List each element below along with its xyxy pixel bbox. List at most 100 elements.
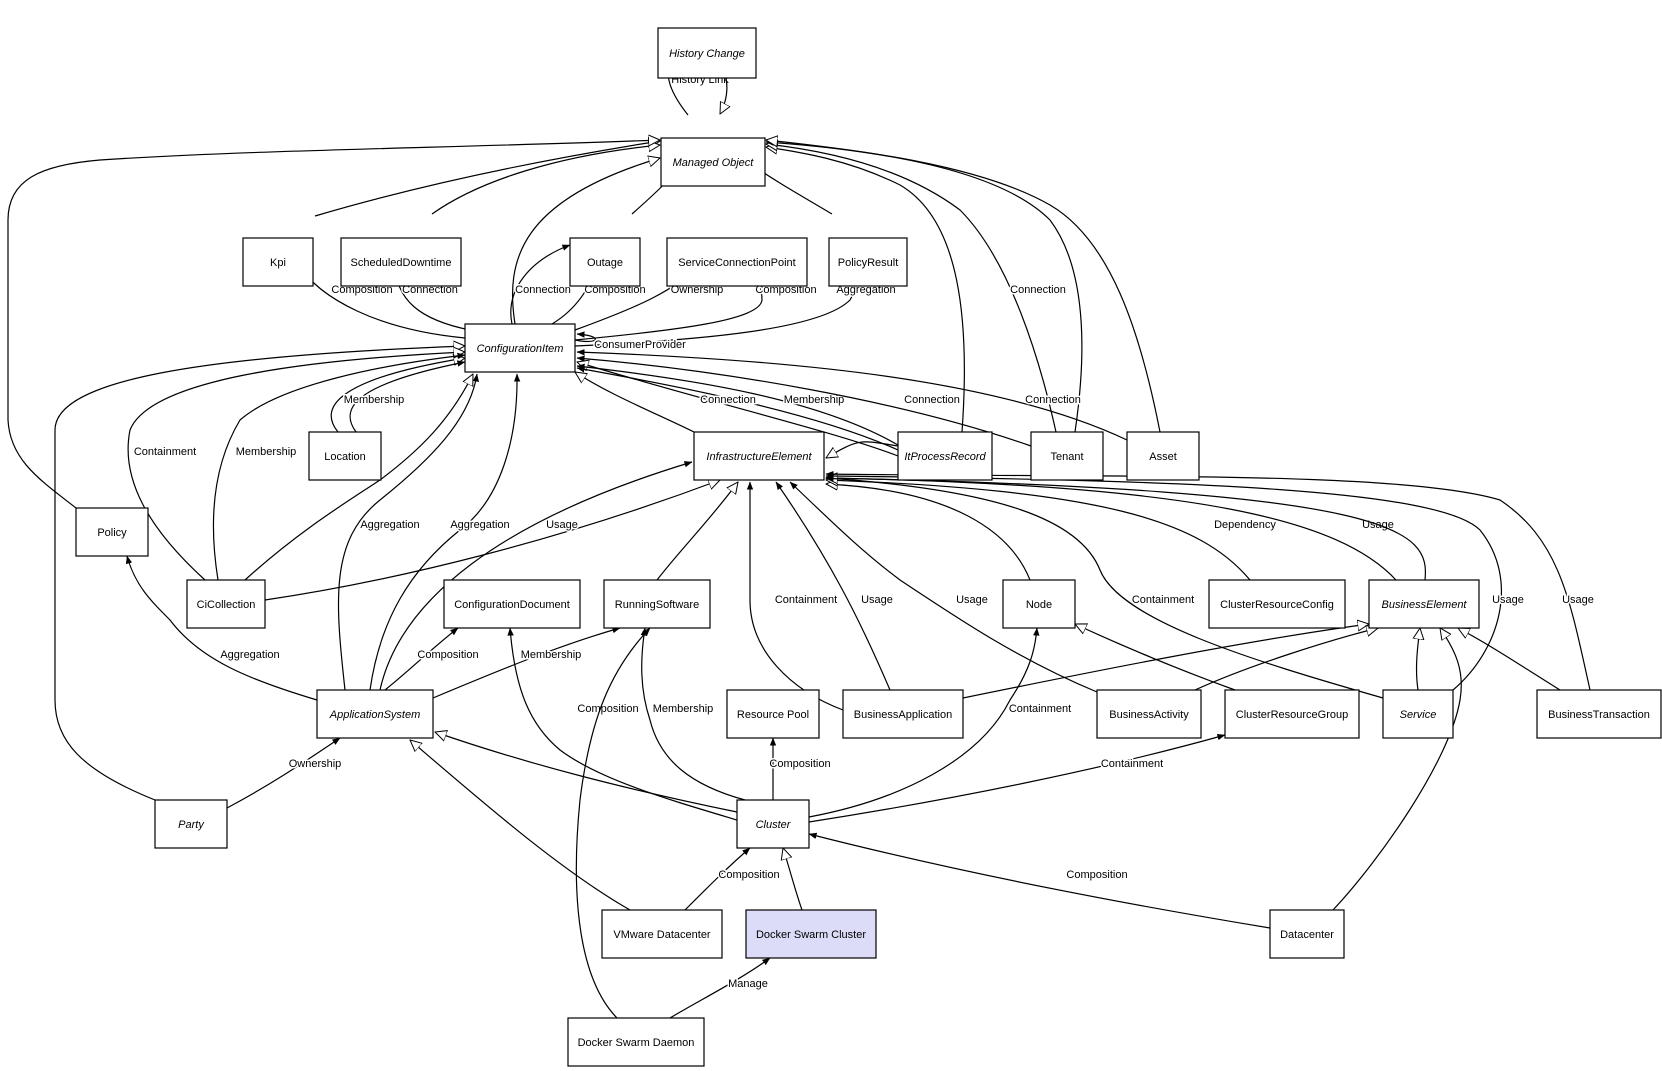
asset-managed-object-edge [766,140,1161,433]
it-process-ci-connection-edge-label: Connection [700,394,756,406]
node-managed-object-label: Managed Object [673,157,755,169]
business-app-infra-usage-edge-label: Usage [861,594,893,606]
cluster-appsys-edge [435,732,738,813]
node-cluster-resource-group-box [1224,689,1360,739]
daemon-docker-swarm-cluster-manage-edge-label: Manage [728,978,768,990]
node-docker-swarm-daemon-box [567,1017,705,1067]
node-application-system-box [316,689,434,739]
business-application-be-edge-line [962,624,1369,699]
node-infrastructure-element-label: InfrastructureElement [706,451,812,463]
kpi-managed-object-edge [314,141,660,217]
datacenter-cluster-composition-edge-label: Composition [1066,869,1127,881]
node-ci-collection-box [186,579,266,629]
node-ci-collection: CiCollection [186,579,266,629]
node-business-application-box [842,689,964,739]
running-software-infra-edge-line [656,482,738,581]
node-cluster-resource-config-box [1208,579,1346,629]
appsys-ci-aggregation-b-edge-label: Aggregation [450,519,509,531]
appsys-config-doc-composition-edge-line [384,627,459,691]
appsys-running-software-membership-edge-line [432,626,621,699]
node-business-element: BusinessElement [1368,579,1480,629]
node-business-application-label: BusinessApplication [854,709,952,721]
node-party: Party [154,799,228,849]
business-app-infra-containment-edge: Containment [746,481,844,711]
node-node-box [1002,579,1076,629]
it-process-managed-object-edge [766,147,965,433]
kpi-managed-object-edge-line [314,141,660,217]
crc-infra-dependency-edge-label: Dependency [1214,519,1276,531]
node-vmware-datacenter: VMware Datacenter [601,909,723,959]
ci-consumer-provider-edge-label: ConsumerProvider [594,339,686,351]
node-configuration-document-label: ConfigurationDocument [454,599,570,611]
cluster-config-doc-composition-edge-label: Composition [577,703,638,715]
party-appsys-ownership-edge-line [226,737,341,809]
asset-ci-connection-edge-line [576,349,1128,441]
party-appsys-ownership-edge: Ownership [226,737,343,809]
node-business-element-label: BusinessElement [1382,599,1468,611]
cluster-config-doc-composition-edge-line [507,627,738,821]
node-application-system-label: ApplicationSystem [329,709,421,721]
tenant-managed-object-edge [766,144,1057,433]
it-process-infra-edge [826,441,899,458]
tenant-connection-edge-label: Connection [1010,284,1066,296]
appsys-policy-aggregation-edge-label: Aggregation [220,649,279,661]
policy-managed-object-edge [7,140,660,509]
node-application-system: ApplicationSystem [316,689,434,739]
cluster-resource-pool-composition-edge-label: Composition [769,758,830,770]
node-service-connection-point-label: ServiceConnectionPoint [678,257,795,269]
node-asset-box [1126,431,1200,481]
node-running-software-box [603,579,711,629]
node-business-transaction-label: BusinessTransaction [1548,709,1650,721]
node-business-application: BusinessApplication [842,689,964,739]
node-configuration-item: ConfigurationItem [464,323,576,373]
cluster-resource-group-node-edge [1075,624,1236,691]
ci-collection-ci-containment-edge-label: Containment [134,446,196,458]
service-be-edge [1417,628,1420,691]
cluster-node-containment-edge: Containment [808,627,1073,818]
it-process-ci-connection-edge-line [576,366,899,451]
node-managed-object-box [660,137,766,187]
node-party-label: Party [178,819,205,831]
node-policy: Policy [75,507,149,557]
appsys-running-software-membership-edge-label: Membership [521,649,582,661]
asset-ci-connection-edge-label: Connection [1025,394,1081,406]
datacenter-cluster-composition-edge-line [808,832,1271,929]
node-it-process-record-box [897,431,993,481]
node-datacenter-box [1269,909,1345,959]
node-business-activity-label: BusinessActivity [1109,709,1189,721]
node-running-software: RunningSoftware [603,579,711,629]
node-resource-pool-label: Resource Pool [737,709,809,721]
appsys-config-doc-composition-edge: Composition [384,627,480,691]
location-ci-edge-line [330,358,465,433]
cluster-appsys-edge-line [435,732,738,813]
it-process-infra-edge-line [826,441,899,458]
asset-managed-object-edge-line [766,140,1161,433]
node-docker-swarm-cluster-label: Docker Swarm Cluster [756,929,866,941]
datacenter-cluster-composition-edge: Composition [808,832,1271,929]
business-transaction-infra-usage-edge-label: Usage [1562,594,1594,606]
cluster-config-doc-composition-edge: Composition [507,627,738,821]
vmware-appsys-edge [410,740,631,911]
vmware-cluster-composition-edge-label: Composition [718,869,779,881]
business-transaction-be-edge-line [1458,628,1561,691]
crc-infra-dependency-edge: Dependency [826,480,1278,581]
asset-ci-connection-edge: Connection [576,349,1128,441]
node-node: Node [1002,579,1076,629]
node-kpi-label: Kpi [270,257,286,269]
cluster-running-software-membership-edge: Membership [640,627,746,801]
node-scheduled-downtime: ScheduledDowntime [340,237,462,287]
node-configuration-document: ConfigurationDocument [443,579,581,629]
location-ci-edge [330,358,465,433]
business-element-infra-usage-edge: Usage [825,474,1397,581]
scheduled-downtime-managed-object-edge [431,145,660,215]
node-history-change-box [657,27,757,79]
business-app-infra-usage-edge: Usage [775,481,894,691]
business-app-infra-containment-edge-line [746,481,844,711]
docker-swarm-cluster-cluster-edge-line [783,848,803,911]
node-docker-swarm-cluster: Docker Swarm Cluster [745,909,877,959]
node-it-process-record-label: ItProcessRecord [904,451,986,463]
ci-outage-connection-edge-line [510,244,571,325]
node-business-transaction-box [1536,689,1662,739]
node-node-label: Node [1026,599,1052,611]
